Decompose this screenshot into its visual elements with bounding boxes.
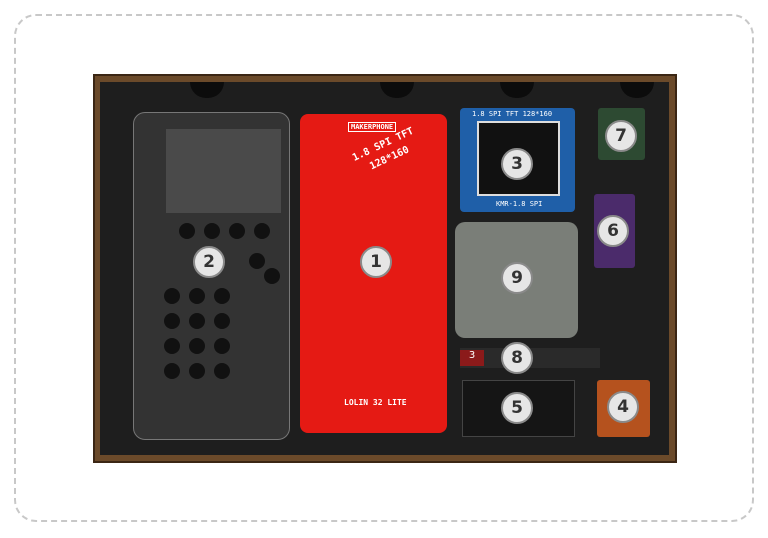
foam-notch bbox=[190, 82, 224, 98]
label-7: 7 bbox=[605, 120, 637, 152]
foam-notch bbox=[500, 82, 534, 98]
label-4: 4 bbox=[607, 391, 639, 423]
dashed-border bbox=[14, 14, 754, 522]
pcb-display-text: 1.8 SPI TFT 128*160 bbox=[350, 124, 423, 179]
label-6: 6 bbox=[597, 215, 629, 247]
pcb-brand: MAKERPHONE bbox=[348, 122, 397, 132]
label-2: 2 bbox=[193, 246, 225, 278]
label-3: 3 bbox=[501, 148, 533, 180]
foam-notch bbox=[620, 82, 654, 98]
antenna-tag: 3 bbox=[460, 350, 484, 366]
tft-bottom-label: KMR-1.8 SPI bbox=[496, 200, 543, 208]
tft-top-label: 1.8 SPI TFT 128*160 bbox=[472, 110, 553, 118]
foam-notch bbox=[380, 82, 414, 98]
case-screen-window bbox=[166, 129, 281, 213]
label-1: 1 bbox=[360, 246, 392, 278]
label-8: 8 bbox=[501, 342, 533, 374]
label-5: 5 bbox=[501, 392, 533, 424]
pcb-board-label: LOLIN 32 LITE bbox=[344, 398, 407, 407]
tft-screen bbox=[477, 121, 560, 196]
label-9: 9 bbox=[501, 262, 533, 294]
